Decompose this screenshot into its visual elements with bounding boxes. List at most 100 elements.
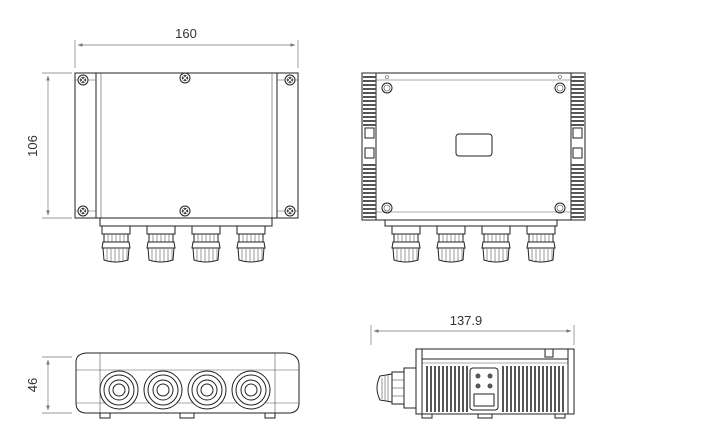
cooling-fin (363, 120, 376, 122)
cooling-fin (571, 88, 584, 90)
cooling-fin (363, 208, 376, 210)
cable-gland-round (187, 370, 227, 410)
cooling-fin (442, 366, 444, 412)
cooling-fin (571, 168, 584, 170)
cooling-fin (571, 92, 584, 94)
cooling-fin (571, 184, 584, 186)
cable-gland-round (231, 370, 271, 410)
cooling-fin (434, 366, 436, 412)
bottom-height-dimension-label: 46 (25, 378, 40, 392)
cooling-fin (518, 366, 520, 412)
cable-gland (436, 225, 466, 263)
cooling-fin (363, 108, 376, 110)
cooling-fins-left (363, 76, 376, 218)
screw-icon (77, 74, 89, 86)
cooling-fin (571, 216, 584, 218)
cable-gland (391, 225, 421, 263)
cooling-fin (363, 124, 376, 126)
cooling-fin (363, 112, 376, 114)
cooling-fin (363, 200, 376, 202)
cable-gland (191, 225, 221, 263)
cooling-fin (571, 108, 584, 110)
cooling-fin (571, 172, 584, 174)
cooling-fin (363, 212, 376, 214)
cable-gland (101, 225, 131, 263)
cooling-fin (571, 112, 584, 114)
cooling-fin (510, 366, 512, 412)
cable-gland-round (99, 370, 139, 410)
screw-icon (77, 205, 89, 217)
cable-gland (236, 225, 266, 263)
depth-dimension-label: 137.9 (450, 313, 483, 328)
cooling-fin (534, 366, 536, 412)
cooling-fin (571, 116, 584, 118)
cooling-fin (363, 100, 376, 102)
cooling-fin (571, 200, 584, 202)
cooling-fin (450, 366, 452, 412)
cooling-fin (571, 188, 584, 190)
cooling-fin (526, 366, 528, 412)
cooling-fin (542, 366, 544, 412)
cooling-fin (558, 366, 560, 412)
cooling-fin (363, 80, 376, 82)
cooling-fin (438, 366, 440, 412)
cooling-fin (363, 84, 376, 86)
cooling-fin (571, 120, 584, 122)
cooling-fin (571, 196, 584, 198)
cooling-fin (363, 116, 376, 118)
cooling-fin (458, 366, 460, 412)
cooling-fin (571, 100, 584, 102)
cooling-fin (466, 366, 468, 412)
cooling-fin (430, 366, 432, 412)
cooling-fin (363, 96, 376, 98)
cooling-fin (550, 366, 552, 412)
screw-icon (284, 205, 296, 217)
cooling-fin (571, 96, 584, 98)
cooling-fin (571, 180, 584, 182)
screw-icon (179, 72, 191, 84)
cooling-fin (506, 366, 508, 412)
cooling-fin (363, 192, 376, 194)
cooling-fin (363, 164, 376, 166)
enclosure-rear (361, 72, 586, 221)
side-fins (426, 366, 564, 412)
cooling-fin (363, 88, 376, 90)
cooling-fin (571, 84, 584, 86)
front-view: 160 106 (25, 26, 299, 263)
screw-icon (179, 205, 191, 217)
cooling-fin (571, 212, 584, 214)
cable-gland-round (143, 370, 183, 410)
cooling-fin (446, 366, 448, 412)
cooling-fin (554, 366, 556, 412)
cooling-fins-right (571, 76, 584, 218)
width-dimension-label: 160 (175, 26, 197, 41)
cooling-fin (454, 366, 456, 412)
rear-view (361, 72, 586, 263)
cooling-fin (571, 104, 584, 106)
cooling-fin (363, 168, 376, 170)
cable-gland (526, 225, 556, 263)
cooling-fin (363, 216, 376, 218)
cooling-fin (426, 366, 428, 412)
cooling-fin (571, 76, 584, 78)
cooling-fin (462, 366, 464, 412)
bottom-view: 46 (25, 352, 300, 419)
cooling-fin (522, 366, 524, 412)
cable-gland (481, 225, 511, 263)
cooling-fin (502, 366, 504, 412)
cooling-fin (363, 92, 376, 94)
cooling-fin (530, 366, 532, 412)
cooling-fin (363, 104, 376, 106)
cooling-fin (571, 124, 584, 126)
label-plate (455, 133, 493, 157)
cable-gland (146, 225, 176, 263)
cooling-fin (571, 208, 584, 210)
cooling-fin (363, 76, 376, 78)
cooling-fin (363, 196, 376, 198)
cooling-fin (546, 366, 548, 412)
cooling-fin (363, 204, 376, 206)
side-view: 137.9 (370, 313, 575, 419)
cooling-fin (363, 176, 376, 178)
cooling-fin (571, 204, 584, 206)
